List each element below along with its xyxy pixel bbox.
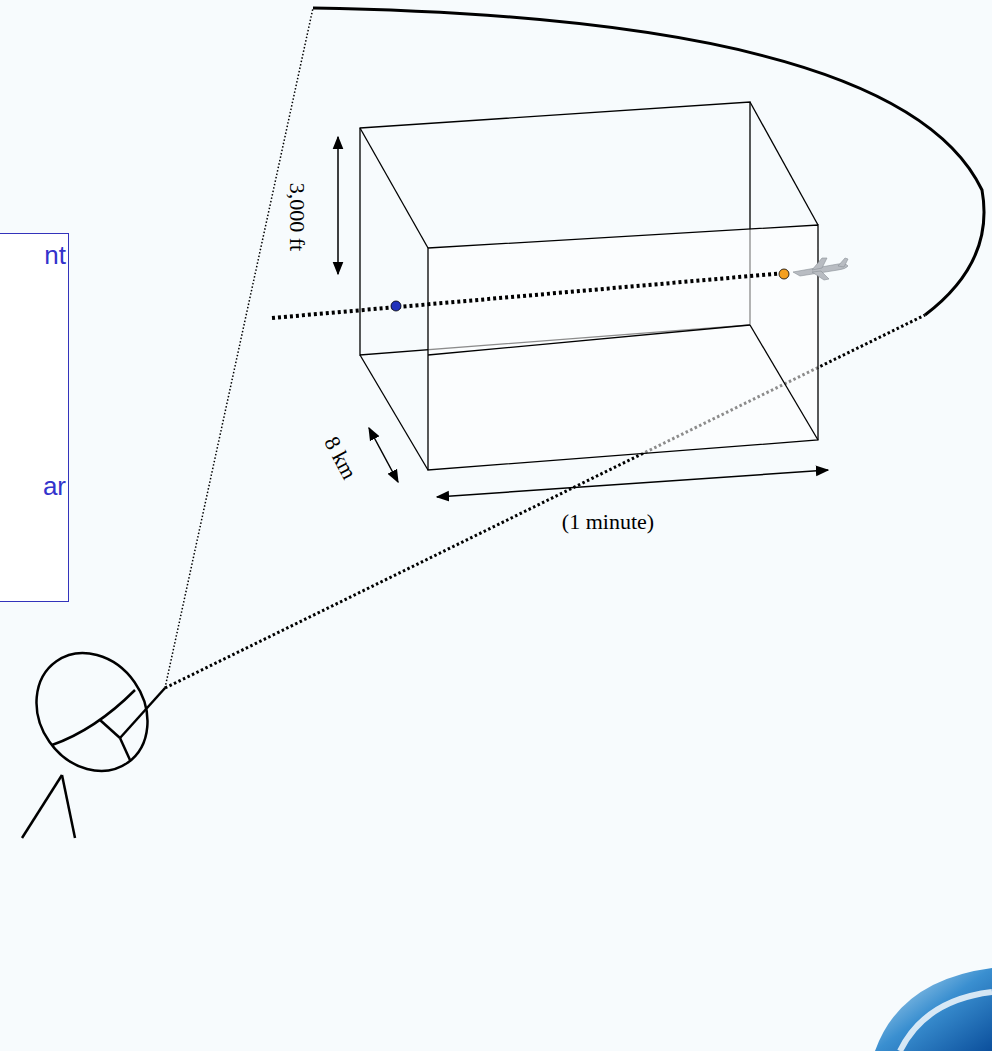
dimension-label: 8 km	[318, 432, 362, 484]
track-point	[391, 301, 401, 311]
airplane-icon	[793, 258, 848, 280]
aircraft-track	[272, 273, 785, 318]
dimension-label: (1 minute)	[562, 509, 654, 535]
panel-text: nt	[44, 240, 66, 271]
radar-dish	[14, 631, 170, 838]
logo-fragment	[875, 968, 992, 1051]
beam-edge	[165, 8, 313, 688]
track-point	[779, 269, 789, 279]
dimension-label: 3,000 ft	[284, 183, 310, 251]
dimension-arrow	[369, 428, 398, 482]
panel-text: ar	[43, 471, 66, 502]
logo-fragment	[900, 992, 992, 1051]
text-panel: nt ar	[0, 233, 69, 602]
dimension-arrow	[337, 137, 339, 274]
airspace-prism	[360, 102, 818, 470]
dimension-arrow	[437, 470, 828, 497]
